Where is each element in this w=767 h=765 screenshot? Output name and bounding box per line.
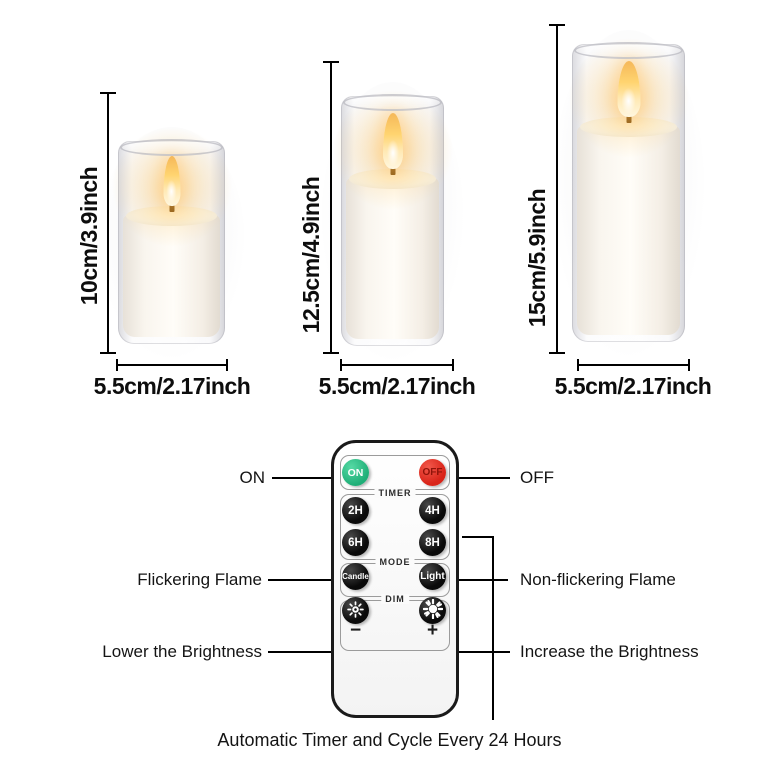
timer-2h-button[interactable]: 2H <box>342 497 369 524</box>
height-label-medium: 12.5cm/4.9inch <box>298 176 324 334</box>
timer-callout-stub-line <box>462 536 493 538</box>
height-measure-line-small <box>100 92 116 354</box>
light-mode-button[interactable]: Light <box>419 563 446 590</box>
width-measure-line-medium <box>340 359 454 371</box>
candle-small <box>98 127 245 358</box>
off-button[interactable]: OFF <box>419 459 446 486</box>
glass-rim <box>574 42 683 59</box>
lower-callout-line <box>268 651 331 653</box>
flame-icon <box>617 61 640 117</box>
height-measure-line-large <box>549 24 565 354</box>
timer-6h-button[interactable]: 6H <box>342 529 369 556</box>
non-flickering-flame-label: Non-flickering Flame <box>520 570 676 589</box>
height-label-large: 15cm/5.9inch <box>524 188 550 328</box>
height-label-small: 10cm/3.9inch <box>76 166 102 306</box>
on-button[interactable]: ON <box>342 459 369 486</box>
dim-button-group: DIM <box>340 594 450 651</box>
increase-brightness-label: Increase the Brightness <box>520 642 699 661</box>
wick <box>169 204 174 212</box>
sun-bright-icon <box>422 598 443 622</box>
footer-caption: Automatic Timer and Cycle Every 24 Hours <box>217 730 562 750</box>
flame-icon <box>382 113 403 169</box>
width-label-small: 5.5cm/2.17inch <box>93 373 251 399</box>
wick <box>390 167 395 175</box>
off-callout-line <box>458 477 510 479</box>
wax-pillar <box>577 126 680 335</box>
candle-medium <box>321 82 464 360</box>
off-callout-label: OFF <box>520 468 554 487</box>
remote-control: TIMER MODE DIM ON OFF 2H 4H 6H 8H Candle… <box>331 440 459 718</box>
timer-callout-vertical-line <box>492 536 494 720</box>
width-measure-line-small <box>116 359 228 371</box>
glass-rim <box>343 94 442 111</box>
width-label-large: 5.5cm/2.17inch <box>554 373 712 399</box>
on-callout-label: ON <box>239 468 266 487</box>
dim-down-button[interactable] <box>342 597 369 624</box>
flickering-flame-label: Flickering Flame <box>137 570 262 589</box>
height-measure-line-medium <box>323 61 339 354</box>
width-label-medium: 5.5cm/2.17inch <box>318 373 476 399</box>
timer-8h-button[interactable]: 8H <box>419 529 446 556</box>
glass-rim <box>120 139 223 156</box>
dim-section-label: DIM <box>381 594 409 604</box>
width-measure-line-large <box>577 359 690 371</box>
timer-section-label: TIMER <box>374 488 416 498</box>
candle-mode-button[interactable]: Candle <box>342 563 369 590</box>
dim-plus-sign: + <box>426 620 439 641</box>
lower-brightness-label: Lower the Brightness <box>102 642 262 661</box>
nonflicker-callout-line <box>458 579 508 581</box>
flicker-callout-line <box>268 579 331 581</box>
brighten-button[interactable] <box>419 597 446 624</box>
timer-4h-button[interactable]: 4H <box>419 497 446 524</box>
flame-icon <box>163 156 180 206</box>
sun-dim-icon <box>347 600 364 621</box>
on-callout-line <box>272 477 331 479</box>
increase-callout-line <box>458 651 510 653</box>
wick <box>626 115 631 123</box>
candle-large <box>552 30 705 356</box>
mode-section-label: MODE <box>375 557 415 567</box>
dim-minus-sign: − <box>349 620 362 641</box>
